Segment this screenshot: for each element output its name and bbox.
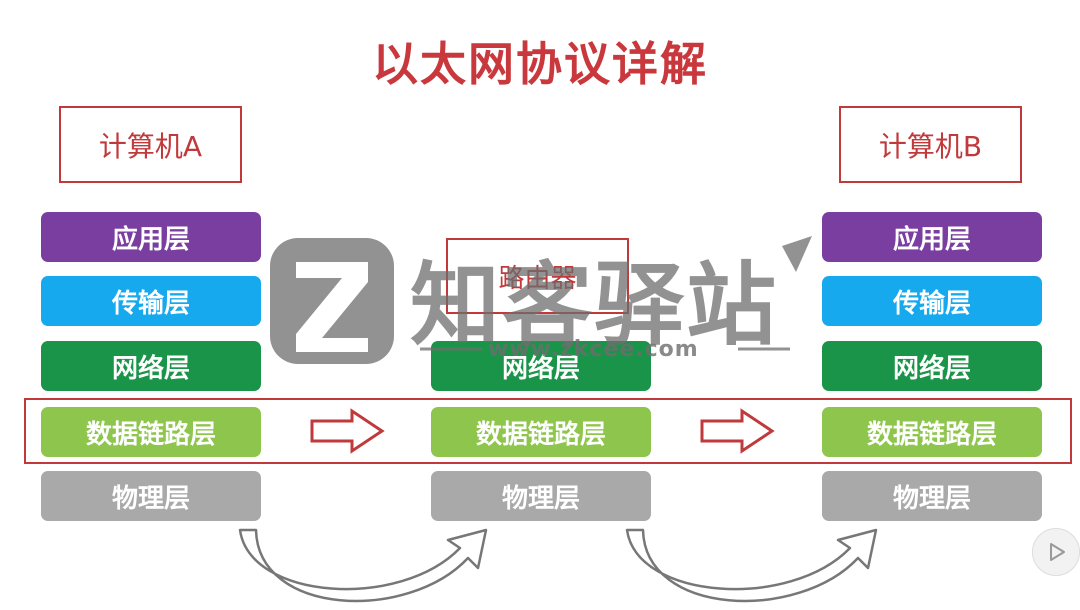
computer-b-label: 计算机B (839, 106, 1022, 183)
router-physical-layer: 物理层 (431, 471, 651, 521)
right-arrow-icon (700, 408, 775, 454)
computer-a-datalink-layer: 数据链路层 (41, 407, 261, 457)
computer-b-datalink-layer: 数据链路层 (822, 407, 1042, 457)
computer-a-text: 计算机A (98, 129, 203, 163)
datalink-highlight-frame (24, 398, 1072, 464)
computer-b-network-layer: 网络层 (822, 341, 1042, 391)
computer-a-transport-layer: 传输层 (41, 276, 261, 326)
router-text: 路由器 (498, 263, 577, 294)
play-button[interactable] (1032, 528, 1080, 576)
play-icon (1050, 543, 1065, 561)
right-arrow-icon (310, 408, 385, 454)
router-datalink-layer: 数据链路层 (431, 407, 651, 457)
curved-arrow-icon (238, 528, 488, 603)
computer-a-application-layer: 应用层 (41, 212, 261, 262)
computer-b-transport-layer: 传输层 (822, 276, 1042, 326)
curved-arrow-icon (625, 528, 878, 603)
computer-a-label: 计算机A (59, 106, 242, 183)
computer-b-physical-layer: 物理层 (822, 471, 1042, 521)
watermark-text: 知客驿站 (410, 253, 778, 358)
page-title: 以太网协议详解 (372, 37, 708, 91)
computer-b-text: 计算机B (878, 129, 983, 163)
computer-b-application-layer: 应用层 (822, 212, 1042, 262)
watermark-logo (270, 236, 812, 364)
watermark-url: www.zkcee.com (488, 337, 699, 362)
computer-a-physical-layer: 物理层 (41, 471, 261, 521)
router-label: 路由器 (446, 238, 629, 314)
computer-a-network-layer: 网络层 (41, 341, 261, 391)
